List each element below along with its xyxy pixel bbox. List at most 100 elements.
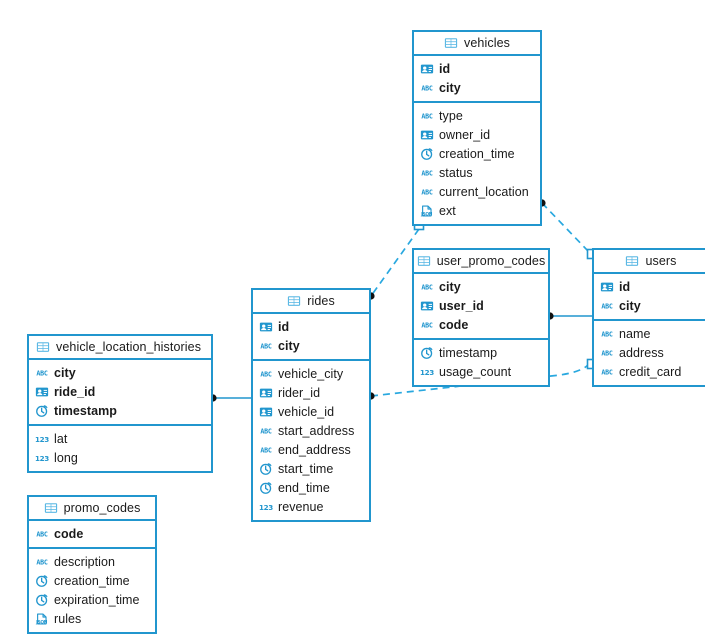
field-row-creation_time[interactable]: creation_time <box>29 571 155 590</box>
svg-text:123: 123 <box>35 453 49 462</box>
table-header-user_promo_codes[interactable]: user_promo_codes <box>414 250 548 274</box>
field-row-current_location[interactable]: ABC current_location <box>414 182 540 201</box>
abc-icon: ABC <box>421 84 433 92</box>
field-row-city[interactable]: ABC city <box>414 78 540 97</box>
field-label: creation_time <box>439 146 515 161</box>
table-header-promo_codes[interactable]: promo_codes <box>29 497 155 521</box>
relation-user-promo-codes-to-users[interactable] <box>546 312 592 320</box>
svg-text:JSON: JSON <box>35 619 48 625</box>
field-row-id[interactable]: id <box>414 59 540 78</box>
abc-icon: ABC <box>260 370 272 378</box>
field-row-creation_time[interactable]: creation_time <box>414 144 540 163</box>
field-row-timestamp[interactable]: timestamp <box>414 343 548 362</box>
table-header-vehicles[interactable]: vehicles <box>414 32 540 56</box>
field-label: status <box>439 165 473 180</box>
field-row-timestamp[interactable]: timestamp <box>29 401 211 420</box>
field-label: vehicle_id <box>278 404 335 419</box>
svg-text:ABC: ABC <box>421 84 432 92</box>
field-label: creation_time <box>54 573 130 588</box>
field-label: id <box>439 61 451 76</box>
svg-text:ABC: ABC <box>601 368 612 376</box>
field-row-ride_id[interactable]: ride_id <box>29 382 211 401</box>
abc-icon: ABC <box>36 369 48 377</box>
relation-vehicle-location-histories-to-rides[interactable] <box>209 394 251 402</box>
field-label: id <box>278 319 290 334</box>
field-row-name[interactable]: ABC name <box>594 324 705 343</box>
table-header-users[interactable]: users <box>594 250 705 274</box>
svg-text:ABC: ABC <box>601 330 612 338</box>
table-header-vehicle_location_histories[interactable]: vehicle_location_histories <box>29 336 211 360</box>
field-row-rider_id[interactable]: rider_id <box>253 383 369 402</box>
clock-icon <box>260 462 272 475</box>
clock-icon <box>421 147 433 160</box>
field-label: code <box>54 526 84 541</box>
abc-icon: ABC <box>260 342 272 350</box>
field-row-rules[interactable]: JSON rules <box>29 609 155 628</box>
id-badge-icon <box>35 387 49 396</box>
field-row-start_time[interactable]: start_time <box>253 459 369 478</box>
svg-text:ABC: ABC <box>601 302 612 310</box>
field-row-end_time[interactable]: end_time <box>253 478 369 497</box>
id-badge-icon <box>259 407 273 416</box>
abc-icon: ABC <box>421 188 433 196</box>
field-label: description <box>54 554 115 569</box>
field-row-id[interactable]: id <box>253 317 369 336</box>
clock-icon <box>36 404 48 417</box>
field-row-status[interactable]: ABC status <box>414 163 540 182</box>
svg-text:ABC: ABC <box>260 342 271 350</box>
field-label: rules <box>54 611 82 626</box>
field-label: current_location <box>439 184 529 199</box>
table-grid-icon <box>44 503 57 513</box>
field-row-vehicle_city[interactable]: ABC vehicle_city <box>253 364 369 383</box>
field-label: usage_count <box>439 364 512 379</box>
table-header-rides[interactable]: rides <box>253 290 369 314</box>
json-icon: JSON <box>420 205 433 217</box>
field-label: end_time <box>278 480 330 495</box>
field-label: city <box>439 80 461 95</box>
table-title: user_promo_codes <box>436 254 546 268</box>
id-badge-icon <box>600 282 614 291</box>
field-row-user_id[interactable]: user_id <box>414 296 548 315</box>
123-icon: 123 <box>35 453 49 462</box>
svg-text:ABC: ABC <box>421 169 432 177</box>
field-label: ride_id <box>54 384 96 399</box>
clock-icon <box>421 346 433 359</box>
table-grid-icon <box>626 256 639 266</box>
field-row-id[interactable]: id <box>594 277 705 296</box>
svg-text:123: 123 <box>35 434 49 443</box>
field-label: vehicle_city <box>278 366 344 381</box>
field-row-owner_id[interactable]: owner_id <box>414 125 540 144</box>
field-row-vehicle_id[interactable]: vehicle_id <box>253 402 369 421</box>
abc-icon: ABC <box>421 112 433 120</box>
field-row-expiration_time[interactable]: expiration_time <box>29 590 155 609</box>
field-label: name <box>619 326 651 341</box>
table-grid-icon <box>444 38 458 48</box>
